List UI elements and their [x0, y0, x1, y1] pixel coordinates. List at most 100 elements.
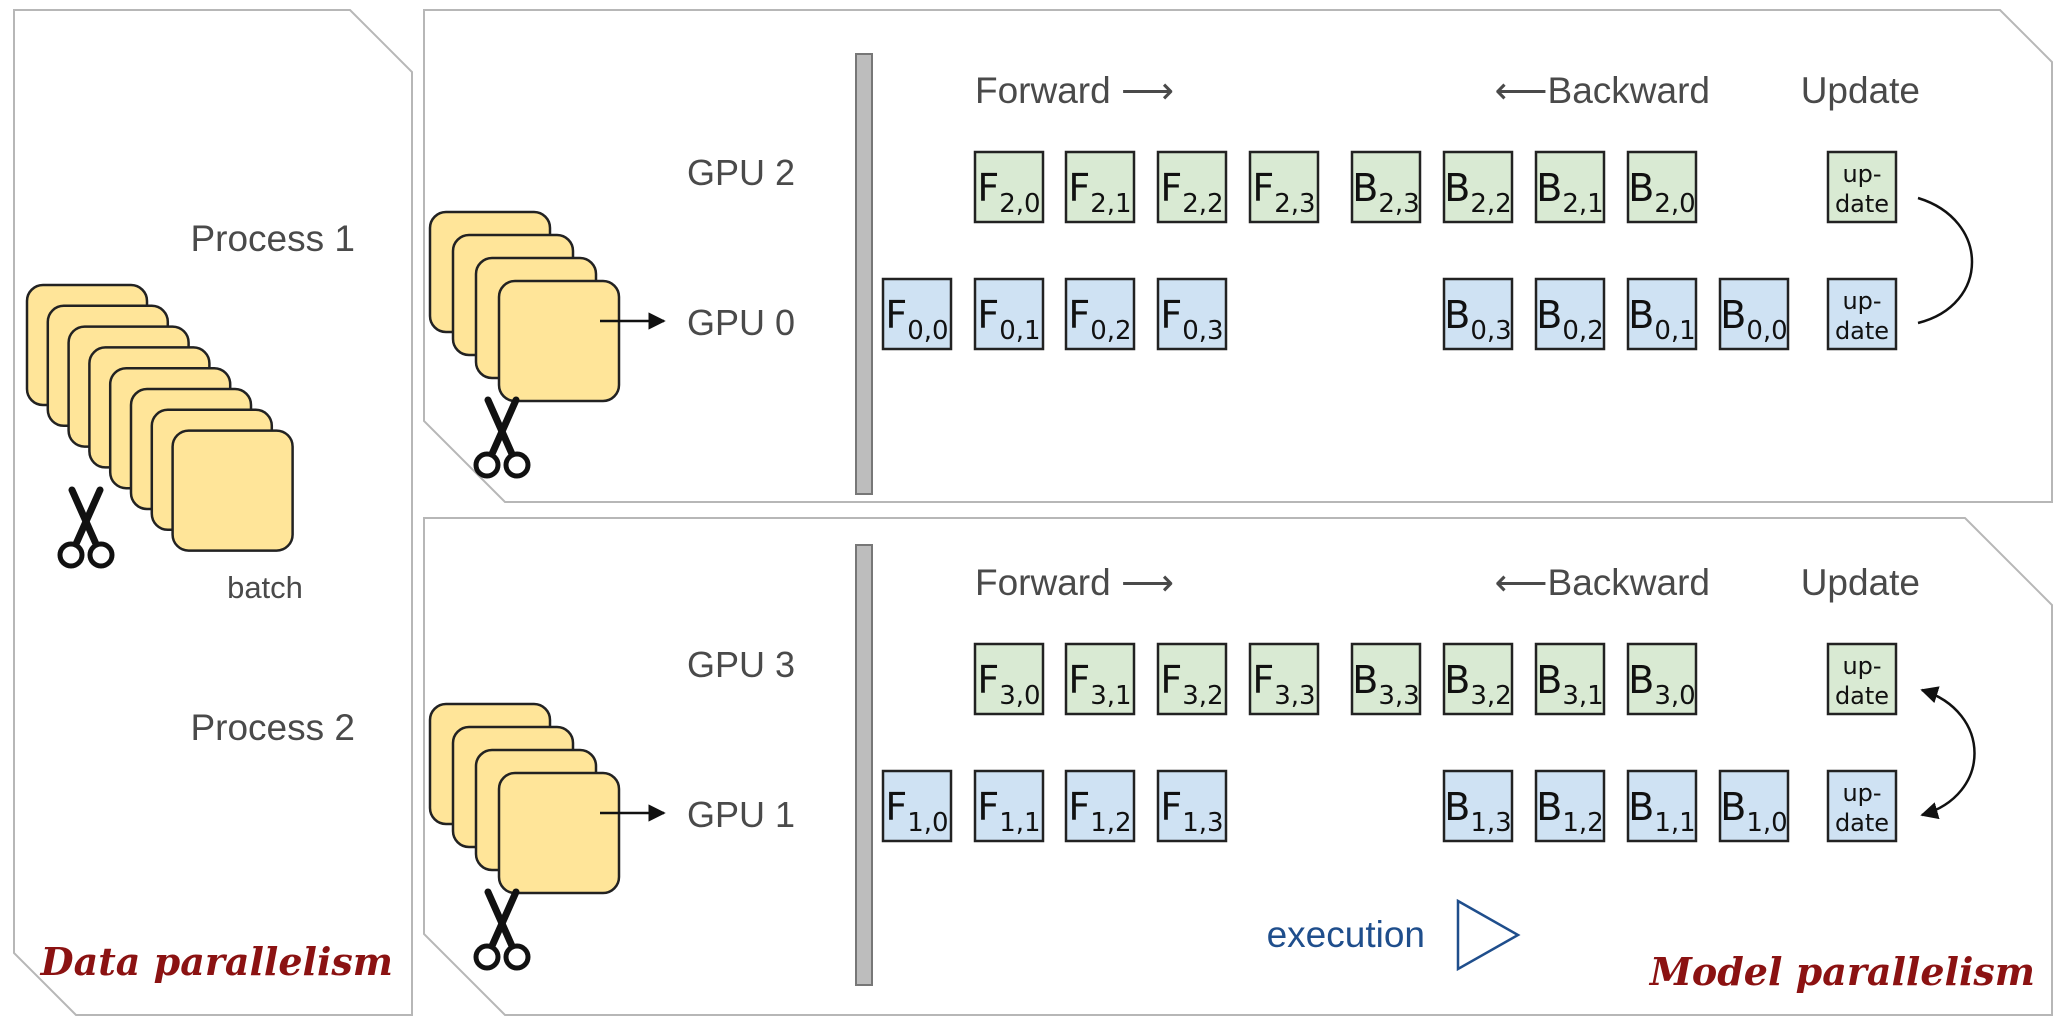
model-parallelism-top-panel: GPU 2 GPU 0 Forward ⟶ ⟵Backward Update F… — [423, 9, 2053, 503]
sync-arc — [1917, 196, 1974, 325]
batch-stack-icon — [25, 283, 294, 552]
task-label: B1,0 — [1720, 785, 1787, 838]
task-cell: F2,2 — [1156, 150, 1228, 224]
task-label: B1,1 — [1628, 785, 1695, 838]
task-cell: B0,2 — [1534, 277, 1606, 351]
backward-label: ⟵Backward — [1495, 562, 1711, 603]
micro-batch-stack-icon — [428, 702, 621, 895]
update-text: up- — [1842, 779, 1881, 807]
task-cell: B3,2 — [1442, 642, 1514, 716]
gpu1-label: GPU 1 — [687, 794, 795, 835]
gpu3-task-row: F3,0 F3,1 F3,2 F3,3 B3,3 B3,2 B3,1 B3,0 — [973, 642, 1698, 716]
task-label: F1,0 — [885, 785, 948, 838]
task-cell: F0,3 — [1156, 277, 1228, 351]
forward-label: Forward ⟶ — [975, 562, 1174, 603]
task-cell: F3,1 — [1064, 642, 1136, 716]
backward-label: ⟵Backward — [1495, 70, 1711, 111]
task-cell: B2,3 — [1350, 150, 1422, 224]
gpu2-label: GPU 2 — [687, 152, 795, 193]
task-label: F3,2 — [1160, 658, 1223, 711]
divider-bar — [855, 544, 873, 986]
update-cell-gpu2: up-date — [1826, 150, 1898, 224]
task-cell: F1,1 — [973, 769, 1045, 843]
gpu1-forward-row: F1,0 F1,1 F1,2 F1,3 — [881, 769, 1228, 843]
task-cell: F2,3 — [1248, 150, 1320, 224]
forward-label: Forward ⟶ — [975, 70, 1174, 111]
model-parallelism-bottom-panel: GPU 3 GPU 1 Forward ⟶ ⟵Backward Update F… — [423, 517, 2053, 1016]
task-label: F3,0 — [977, 658, 1040, 711]
task-label: F2,1 — [1068, 166, 1131, 219]
task-cell: F3,0 — [973, 642, 1045, 716]
task-label: F2,2 — [1160, 166, 1223, 219]
gpu1-backward-row: B1,3 B1,2 B1,1 B1,0 — [1442, 769, 1790, 843]
task-label: B0,3 — [1444, 293, 1511, 346]
gpu0-label: GPU 0 — [687, 302, 795, 343]
process-2-label: Process 2 — [190, 707, 355, 748]
gpu2-task-row: F2,0 F2,1 F2,2 F2,3 B2,3 B2,2 B2,1 B2,0 — [973, 150, 1698, 224]
task-label: B3,2 — [1444, 658, 1511, 711]
task-label: F0,1 — [977, 293, 1040, 346]
task-label: B0,2 — [1536, 293, 1603, 346]
scissors-icon — [473, 888, 531, 971]
task-label: B2,3 — [1352, 166, 1419, 219]
task-cell: B1,1 — [1626, 769, 1698, 843]
task-label: B2,0 — [1628, 166, 1695, 219]
divider-bar — [855, 53, 873, 495]
task-label: B0,0 — [1720, 293, 1787, 346]
batch-label: batch — [227, 570, 303, 605]
update-cell-gpu1: up-date — [1826, 769, 1898, 843]
update-text: up- — [1842, 287, 1881, 315]
model-parallelism-caption: Model parallelism — [1648, 949, 2035, 994]
data-parallelism-panel: Process 1 Process 2 batch Data paralleli… — [13, 9, 413, 1016]
task-label: F2,0 — [977, 166, 1040, 219]
scissors-icon — [57, 486, 115, 569]
task-cell: F3,2 — [1156, 642, 1228, 716]
update-label: Update — [1801, 562, 1920, 603]
micro-batch-stack-icon — [428, 210, 621, 403]
execution-label: execution — [1267, 914, 1425, 955]
task-cell: F2,1 — [1064, 150, 1136, 224]
task-label: F0,0 — [885, 293, 948, 346]
update-cell-gpu0: up-date — [1826, 277, 1898, 351]
update-text: up- — [1842, 652, 1881, 680]
task-label: F1,1 — [977, 785, 1040, 838]
update-text: up- — [1842, 160, 1881, 188]
task-cell: B3,3 — [1350, 642, 1422, 716]
task-label: F1,3 — [1160, 785, 1223, 838]
update-cell-gpu3: up-date — [1826, 642, 1898, 716]
play-triangle-icon — [1456, 898, 1521, 972]
task-cell: F3,3 — [1248, 642, 1320, 716]
task-cell: B1,2 — [1534, 769, 1606, 843]
task-label: B1,3 — [1444, 785, 1511, 838]
update-label: Update — [1801, 70, 1920, 111]
task-label: F1,2 — [1068, 785, 1131, 838]
task-cell: B1,3 — [1442, 769, 1514, 843]
update-text: date — [1835, 190, 1889, 218]
task-cell: B3,1 — [1534, 642, 1606, 716]
task-cell: F0,1 — [973, 277, 1045, 351]
task-label: B3,1 — [1536, 658, 1603, 711]
task-cell: B3,0 — [1626, 642, 1698, 716]
task-cell: F1,3 — [1156, 769, 1228, 843]
task-label: B0,1 — [1628, 293, 1695, 346]
update-text: date — [1835, 317, 1889, 345]
update-text: date — [1835, 809, 1889, 837]
task-cell: F0,0 — [881, 277, 953, 351]
task-label: F0,2 — [1068, 293, 1131, 346]
task-label: F0,3 — [1160, 293, 1223, 346]
task-cell: B2,2 — [1442, 150, 1514, 224]
task-cell: F1,0 — [881, 769, 953, 843]
task-label: B3,0 — [1628, 658, 1695, 711]
task-cell: B2,0 — [1626, 150, 1698, 224]
task-label: F3,1 — [1068, 658, 1131, 711]
task-label: B2,2 — [1444, 166, 1511, 219]
task-cell: B1,0 — [1718, 769, 1790, 843]
task-label: F3,3 — [1252, 658, 1315, 711]
task-cell: F1,2 — [1064, 769, 1136, 843]
task-cell: F2,0 — [973, 150, 1045, 224]
task-cell: B2,1 — [1534, 150, 1606, 224]
gpu0-forward-row: F0,0 F0,1 F0,2 F0,3 — [881, 277, 1228, 351]
task-cell: B0,0 — [1718, 277, 1790, 351]
task-label: B2,1 — [1536, 166, 1603, 219]
